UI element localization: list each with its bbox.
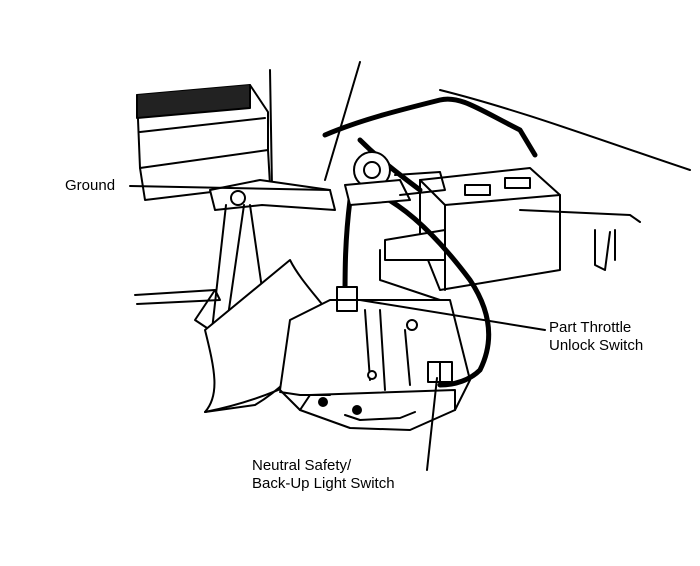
- leader-lines: [129, 61, 546, 471]
- relay-cluster: [344, 151, 446, 206]
- part-throttle-switch: [336, 286, 358, 312]
- part-throttle-label-line2: Unlock Switch: [549, 337, 644, 354]
- top-leader: [324, 61, 361, 181]
- housing-left: [136, 69, 273, 201]
- part-throttle-unlock-switch-label: Part Throttle Unlock Switch: [549, 319, 643, 355]
- neutral-safety-label-line2: Back-Up Light Switch: [252, 475, 395, 492]
- fender: [439, 89, 691, 271]
- neutral-safety-switch-label: Neutral Safety/ Back-Up Light Switch: [252, 457, 395, 493]
- ground-label: Ground: [65, 177, 115, 195]
- transmission-case: [279, 299, 471, 431]
- neutral-safety-leader: [426, 377, 438, 471]
- ground-leader: [129, 185, 331, 191]
- part-throttle-label-line1: Part Throttle: [549, 319, 632, 336]
- neutral-safety-switch: [427, 361, 453, 383]
- ground-label-text: Ground: [65, 177, 116, 194]
- neutral-safety-label-line1: Neutral Safety/: [252, 457, 352, 474]
- part-throttle-leader: [359, 299, 546, 331]
